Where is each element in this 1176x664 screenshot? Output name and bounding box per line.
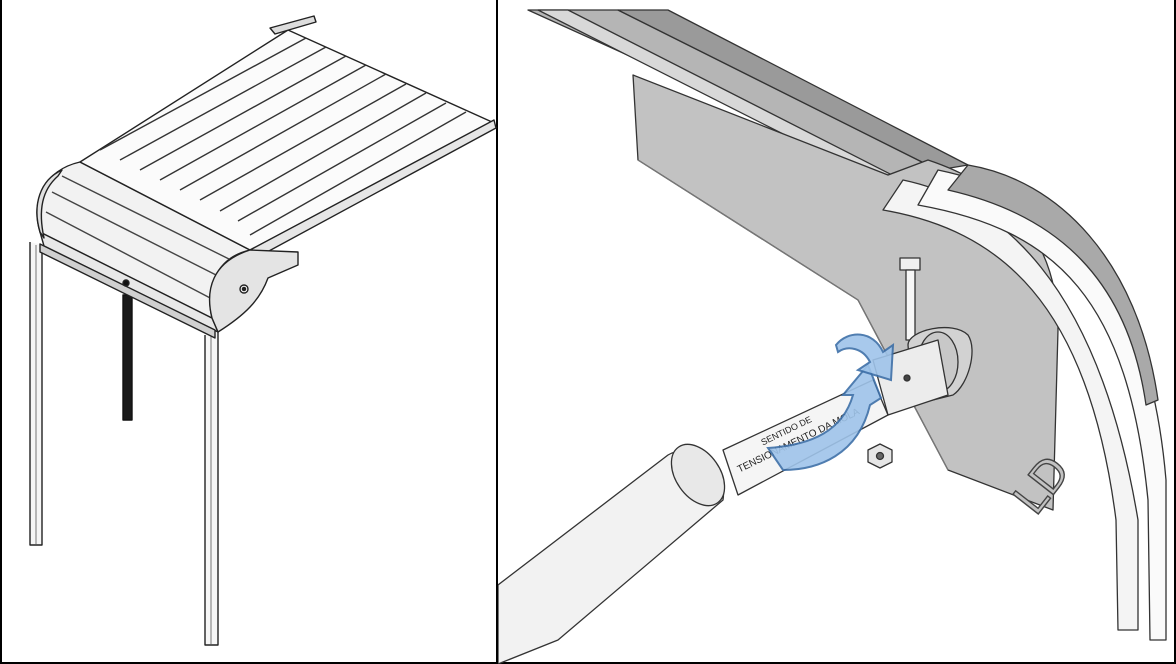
left-end-cap — [36, 169, 63, 239]
awning-overview-drawing — [29, 15, 497, 646]
rear-bar — [269, 15, 317, 35]
bolt-head — [899, 257, 921, 271]
bolt-shank — [905, 269, 916, 341]
spring-tension-detail-panel: SENTIDO DE TENSIONAMENTO DA MOLA LD — [498, 0, 1176, 664]
side-bracket — [208, 249, 299, 333]
awning-overview-panel — [0, 0, 498, 664]
divider — [496, 0, 498, 664]
curved-rail-back — [947, 164, 1159, 406]
rotation-arrow-head — [834, 333, 895, 382]
left-border — [0, 0, 2, 664]
bottom-border — [0, 662, 1176, 664]
hanging-strap — [122, 294, 133, 421]
right-border — [1174, 0, 1176, 664]
right-post — [204, 332, 219, 646]
spring-tension-detail-drawing: SENTIDO DE TENSIONAMENTO DA MOLA LD — [498, 9, 1167, 664]
